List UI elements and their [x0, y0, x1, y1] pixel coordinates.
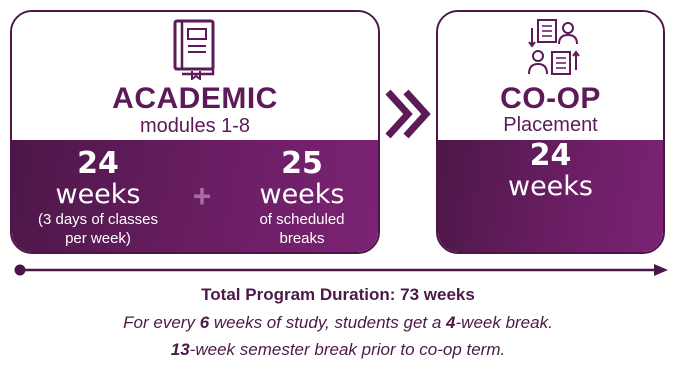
- timeline-arrow-icon: [14, 264, 668, 276]
- total-duration: Total Program Duration: 73 weeks: [201, 285, 475, 304]
- break-ratio-break-weeks: 4: [446, 313, 456, 332]
- class-weeks-note-line1: (3 days of classes: [37, 211, 159, 228]
- academic-title: ACADEMIC: [112, 82, 278, 115]
- break-weeks-note-line2: breaks: [279, 230, 325, 247]
- class-weeks-number: 24: [77, 146, 119, 181]
- academic-break-weeks: 25 weeks of scheduled breaks: [232, 148, 372, 248]
- break-ratio-part-e: -week break.: [455, 313, 553, 332]
- semester-break-weeks: 13: [170, 340, 190, 359]
- coop-card-header: CO-OP Placement: [438, 12, 663, 140]
- plus-icon: +: [192, 178, 212, 214]
- coop-weeks: 24 weeks: [438, 140, 663, 202]
- break-ratio-text: For every 6 weeks of study, students get…: [0, 313, 676, 333]
- coop-weeks-unit: weeks: [507, 171, 593, 202]
- coop-subtitle: Placement: [503, 114, 598, 136]
- academic-subtitle: modules 1-8: [139, 115, 251, 137]
- break-weeks-note-line1: of scheduled: [259, 211, 345, 228]
- semester-break-text: 13-week semester break prior to co-op te…: [0, 340, 676, 360]
- class-weeks-note-line2: per week): [65, 230, 131, 247]
- break-ratio-part-c: weeks of study, students get a: [209, 313, 447, 332]
- double-chevron-right-icon: [385, 89, 431, 139]
- break-weeks-unit: weeks: [259, 179, 345, 210]
- break-ratio-study-weeks: 6: [199, 313, 210, 332]
- class-weeks-unit: weeks: [55, 179, 141, 210]
- academic-class-weeks: 24 weeks (3 days of classes per week): [18, 148, 178, 248]
- academic-card-header: ACADEMIC modules 1-8: [12, 12, 378, 140]
- semester-break-part-b: -week semester break prior to co-op term…: [189, 340, 506, 359]
- people-exchange-icon: [528, 19, 580, 75]
- coop-card-body: 24 weeks: [438, 140, 663, 252]
- academic-card: ACADEMIC modules 1-8 24 weeks (3 days of…: [10, 10, 380, 254]
- coop-weeks-number: 24: [529, 138, 572, 173]
- academic-card-body: 24 weeks (3 days of classes per week) + …: [12, 140, 378, 252]
- break-ratio-part-a: For every: [123, 313, 200, 332]
- coop-card: CO-OP Placement 24 weeks: [436, 10, 665, 254]
- coop-title: CO-OP: [500, 82, 601, 115]
- book-icon: [173, 19, 215, 80]
- break-weeks-number: 25: [281, 146, 323, 181]
